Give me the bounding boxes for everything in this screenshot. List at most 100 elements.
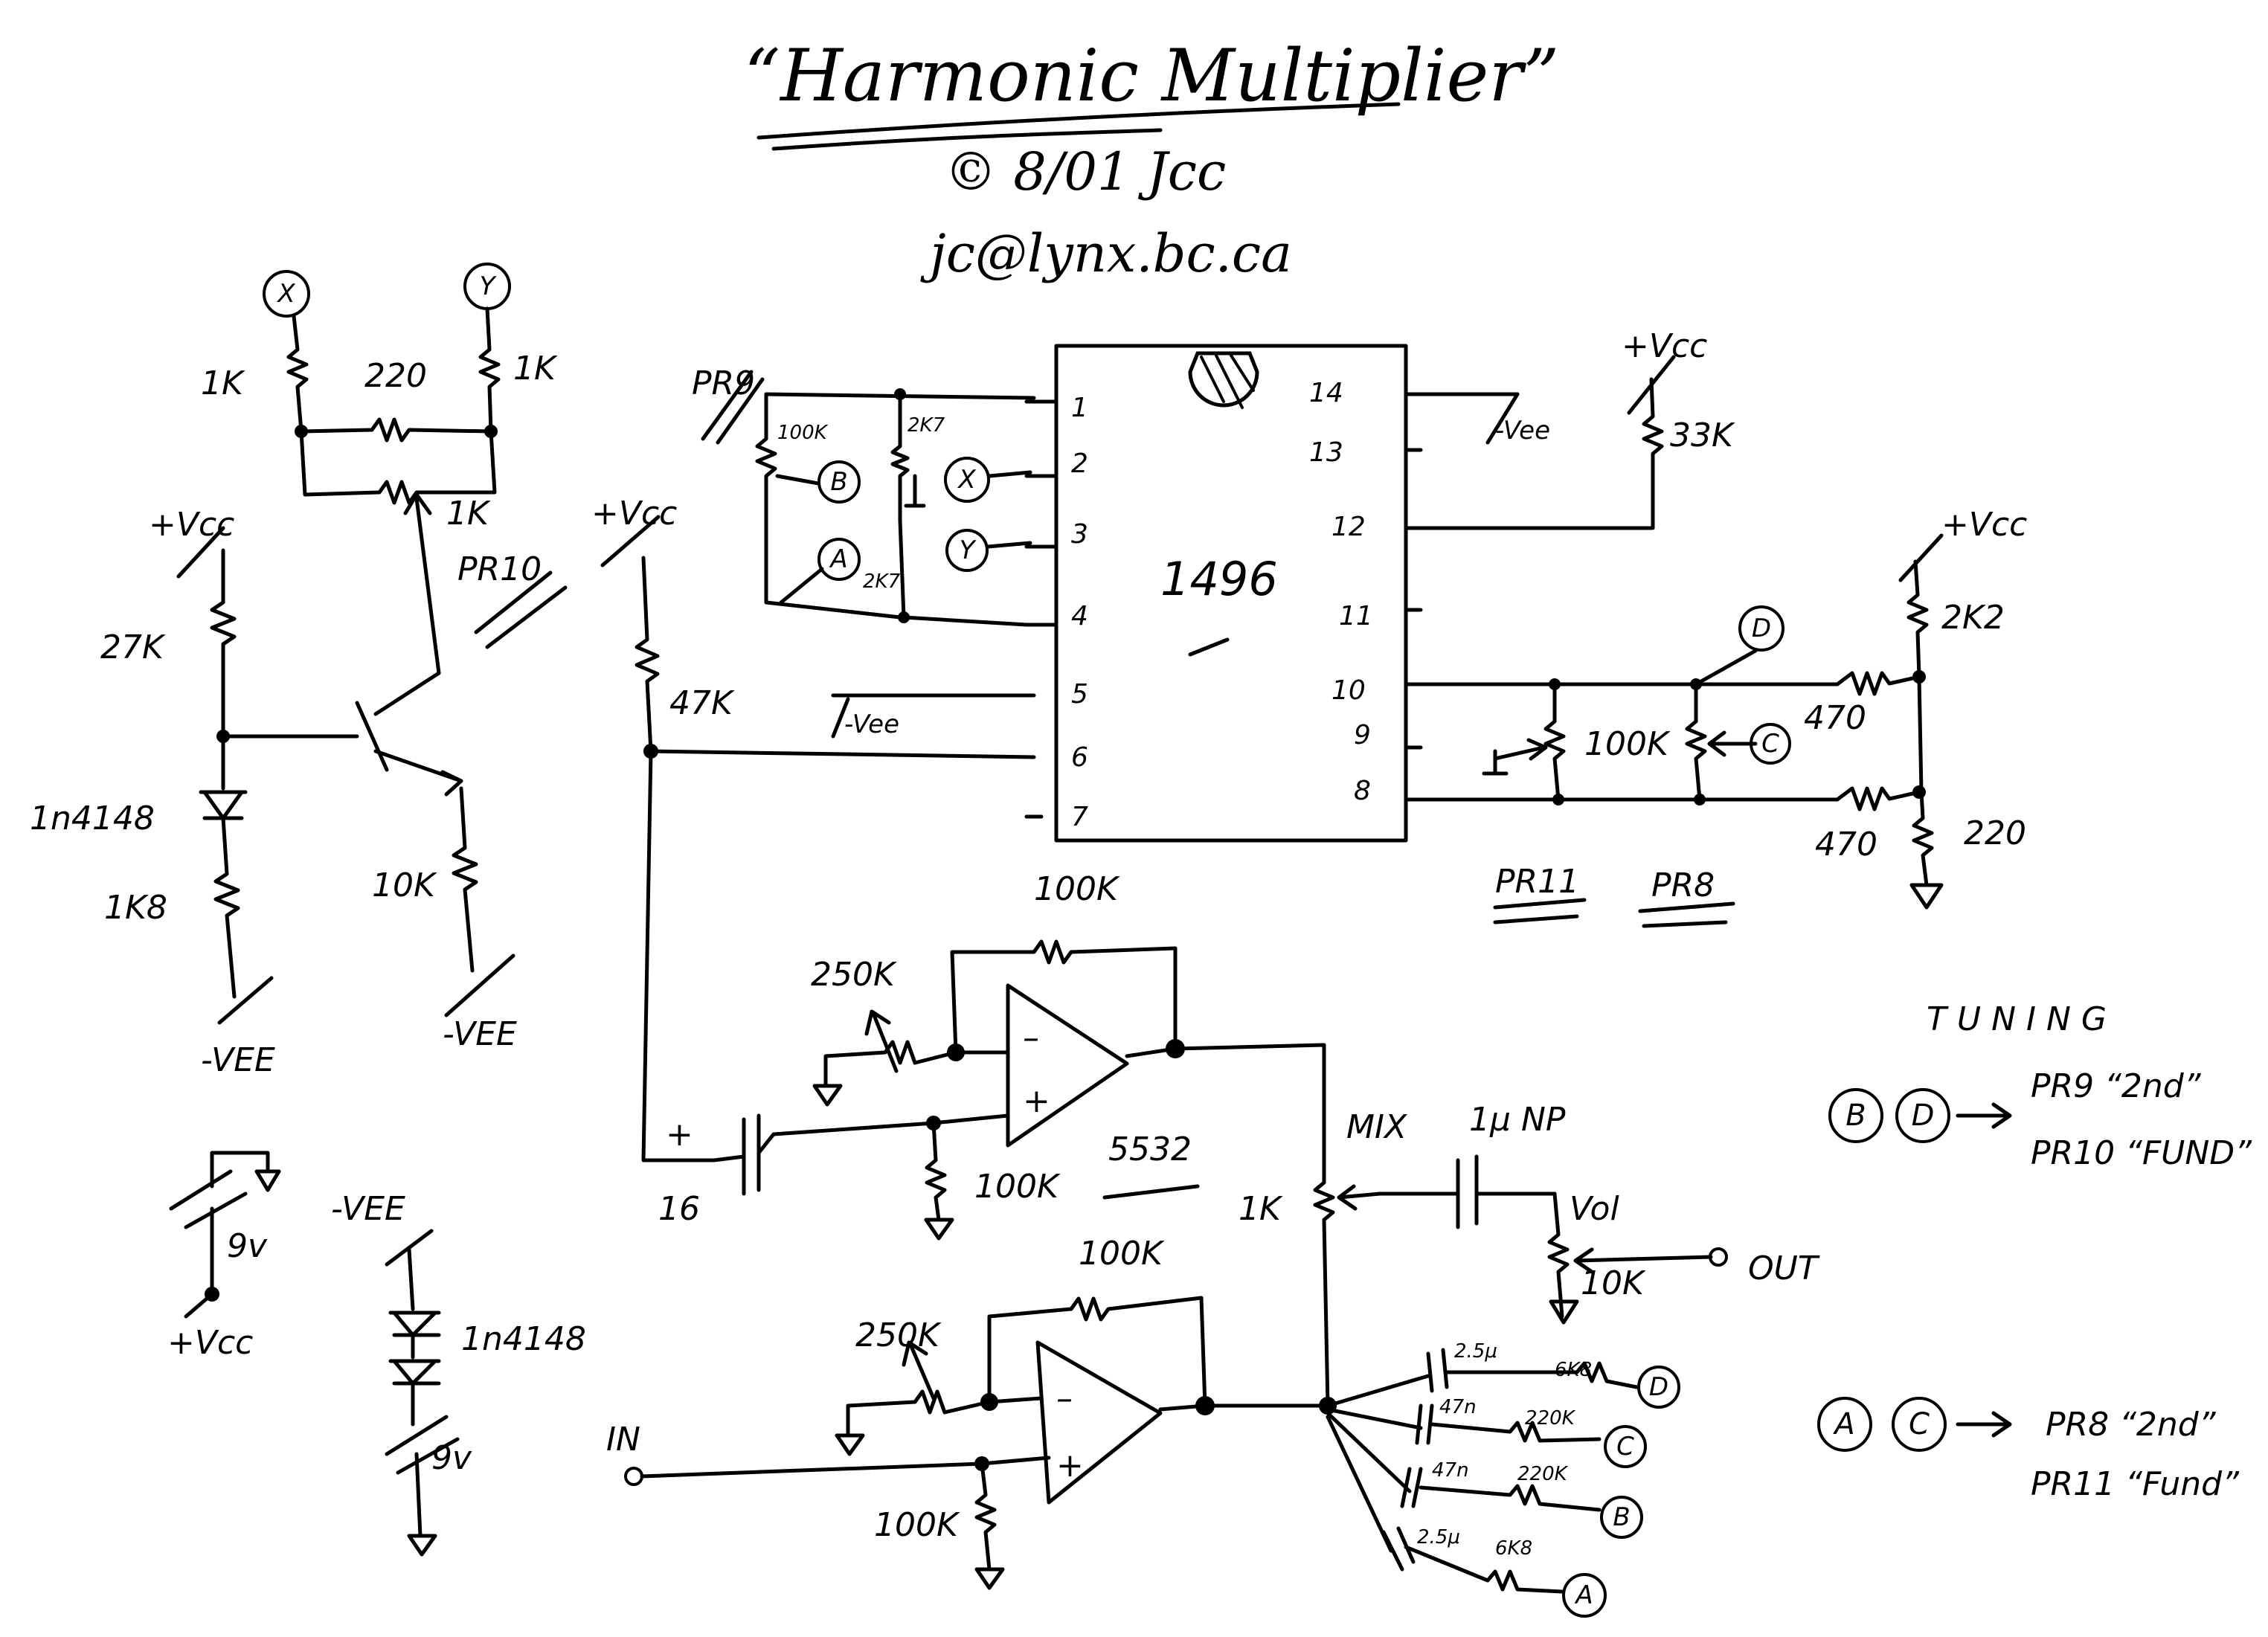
- label-cap-16: 16: [658, 1190, 700, 1228]
- label-vol: Vol: [1570, 1190, 1619, 1228]
- node-x-top-label: X: [276, 279, 295, 309]
- pin-9: 9: [1354, 720, 1371, 750]
- in-jack[interactable]: [624, 1467, 643, 1486]
- tuning-row2-right-label: C: [1909, 1407, 1930, 1441]
- pr8-underline: [1638, 901, 1735, 928]
- copyright: © 8/01 Jcc: [945, 141, 1226, 202]
- tuning-row2-line1: PR8 “2nd”: [2046, 1406, 2217, 1444]
- pin-10: 10: [1331, 675, 1366, 706]
- label-100k-pr9: 100K: [777, 422, 829, 444]
- trimmer-pr8: [1685, 682, 1707, 802]
- node-x-in-label: X: [957, 465, 976, 495]
- label-2k2: 2K2: [1941, 599, 2005, 637]
- wire-pin2: [987, 470, 1032, 478]
- resistor-27k: [210, 548, 237, 739]
- pr9-underline: [701, 370, 765, 445]
- resistor-100k-fb-1: [950, 939, 1178, 1055]
- ground-2k7: [904, 474, 926, 508]
- label-2u5-b: 2.5μ: [1417, 1526, 1460, 1548]
- node-a-in: [817, 538, 861, 581]
- branch-a: [1326, 1415, 1564, 1594]
- label-100k-in-2: 100K: [874, 1506, 960, 1544]
- node-y-top-label: Y: [480, 271, 497, 301]
- wire-to-mix: [1173, 1043, 1326, 1159]
- cap-16: [712, 1113, 776, 1196]
- title-underline-2: [771, 128, 1163, 151]
- label-vee-1: -VEE: [201, 1041, 275, 1079]
- label-47n-b: 47n: [1432, 1459, 1469, 1482]
- resistor-47k: [635, 556, 660, 753]
- label-in: IN: [606, 1421, 640, 1458]
- ic-1496: 1496 1 2 3 4 5 6 7 14 13 12 11 10 9 8: [1024, 344, 1654, 843]
- ground-trim-2: [835, 1433, 865, 1456]
- node-c-out-label: C: [1761, 729, 1779, 759]
- opamp-2-minus: –: [1056, 1380, 1073, 1418]
- node-y-in-label: Y: [960, 536, 977, 565]
- node-d-fan: [1637, 1366, 1680, 1409]
- label-2k7-a: 2K7: [907, 414, 945, 437]
- opamp-stage-2: – + 100K 250K IN 100K: [606, 1235, 1337, 1590]
- label-250k-2: 250K: [855, 1316, 942, 1354]
- tuning-row1-right-label: D: [1912, 1099, 1935, 1133]
- email: jc@lynx.bc.ca: [920, 223, 1292, 284]
- trimmer-1k-wiper: [403, 492, 441, 675]
- vcc-rail-1: [176, 526, 225, 579]
- resistor-100k-fb-2: [987, 1296, 1207, 1408]
- resistor-470-a: [1835, 671, 1921, 696]
- node-c-out: [1750, 723, 1791, 765]
- pot-vol-10k: [1547, 1191, 1570, 1319]
- vee-rail-2: [444, 953, 515, 1017]
- resistor-1k-x: [286, 314, 309, 434]
- node-d-fan-label: D: [1649, 1372, 1668, 1402]
- label-220-b: 220: [1964, 814, 2026, 852]
- ic-name-underline: [1188, 637, 1230, 657]
- label-100k-pr8: 100K: [1584, 725, 1671, 763]
- resistor-220-b: [1912, 790, 1934, 887]
- node-c-fan: [1604, 1425, 1647, 1468]
- node-b-fan: [1600, 1496, 1643, 1539]
- node-y-in: [945, 529, 989, 572]
- header: “Harmonic Multiplier” © 8/01 Jcc jc@lynx…: [744, 34, 1559, 284]
- node-d-out-label: D: [1752, 614, 1771, 643]
- opamp-2-plus: +: [1056, 1447, 1084, 1485]
- label-mix-1k: 1K: [1239, 1190, 1283, 1228]
- label-100k-fb-1: 100K: [1034, 870, 1120, 908]
- ic-right-pin-stubs: [1404, 392, 1654, 802]
- label-vcc-1: +Vcc: [149, 506, 234, 544]
- label-vee-2: -VEE: [443, 1015, 517, 1053]
- bias-47k: +Vcc 47K -Vee: [591, 495, 1036, 1162]
- opamp-stage-1: – + 100K 250K 100K + 16 5532: [658, 870, 1326, 1241]
- transistor-emitter: [373, 749, 463, 797]
- vee-bat-rail: [385, 1229, 434, 1267]
- branch-d: [1326, 1348, 1639, 1408]
- ground-battery-b: [407, 1534, 437, 1557]
- pin-8: 8: [1354, 776, 1371, 806]
- pr8-pr11-network: 100K C D 470 470 +Vcc 2K2 220 PR11 PR8: [1482, 506, 2027, 928]
- label-mix: MIX: [1346, 1108, 1407, 1146]
- label-5532: 5532: [1108, 1131, 1192, 1168]
- opamp-1-minus: –: [1023, 1019, 1039, 1057]
- tuning-row1-right: [1895, 1088, 1950, 1143]
- resistor-10k: [452, 786, 478, 973]
- node-b-fan-label: B: [1613, 1502, 1630, 1532]
- tuning-row2-line2: PR11 “Fund”: [2031, 1465, 2240, 1503]
- ic-left-pin-stubs: [1024, 399, 1058, 819]
- trimmer-1k-body: [299, 429, 497, 505]
- ground-in-1: [924, 1218, 954, 1241]
- opamp-1-triangle: [1006, 983, 1129, 1148]
- label-220k-a: 220K: [1525, 1407, 1576, 1429]
- label-1n4148-b: 1n4148: [461, 1320, 586, 1358]
- tuning-row1-arrow: [1956, 1102, 2012, 1129]
- ic-body: [1054, 344, 1408, 843]
- mix-wiper: [1337, 1184, 1382, 1211]
- label-vcc-2: +Vcc: [591, 495, 677, 533]
- wire-pin6: [649, 749, 1036, 759]
- resistor-220-top: [299, 417, 493, 443]
- ground-battery-a: [210, 1151, 281, 1192]
- ground-vol: [1549, 1299, 1579, 1325]
- out-jack[interactable]: [1709, 1247, 1728, 1267]
- branch-c: [1326, 1403, 1602, 1445]
- fanout-network: 2.5μ 6K8 D 47n 220K C 47n 220K B 2.5μ 6K…: [1326, 1340, 1680, 1618]
- tuning-title: TUNING: [1927, 1000, 2117, 1038]
